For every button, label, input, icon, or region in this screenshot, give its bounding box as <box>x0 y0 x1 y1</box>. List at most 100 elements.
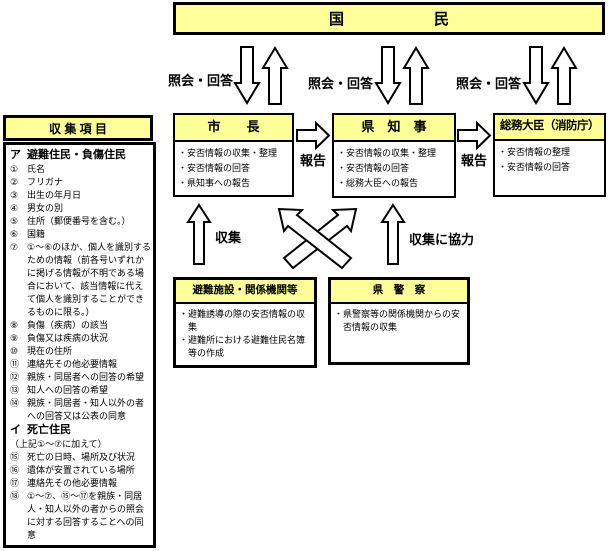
evacuation-box: 避難施設・関係機関等 ・避難誘導の際の安否情報の収集・避難所における避難住民名簿… <box>173 277 317 368</box>
inquiry-arrows-2 <box>374 46 430 105</box>
item-number: ④ <box>10 203 19 213</box>
inquiry-arrows-3 <box>522 46 578 105</box>
down-arrow-icon <box>374 46 402 105</box>
report-arrow-1 <box>296 120 331 151</box>
item-number: ③ <box>10 190 19 200</box>
item-text: 出生の年月日 <box>27 190 82 200</box>
bullet-item: ・避難誘導の際の安否情報の収集 <box>179 309 306 332</box>
item-text: 住所（郵便番号を含む。） <box>27 216 131 226</box>
item-number: ① <box>10 164 19 174</box>
item-number: ア <box>10 149 21 161</box>
item-text: 避難住民・負傷住民 <box>27 149 126 161</box>
collection-row: ⑮ 死亡の日時、場所及び状況 <box>10 451 151 464</box>
collection-row: ⑤ 住所（郵便番号を含む。） <box>10 215 151 228</box>
collection-row: ⑦ ①～⑥のほか、個人を識別するための情報（前各号いずれかに掲げる情報が不明である… <box>10 241 151 319</box>
bullet-item: ・安否情報の回答 <box>498 162 571 172</box>
collection-row: ④ 男女の別 <box>10 202 151 215</box>
national-label: 国 民 <box>328 11 449 28</box>
governor-title: 県 知 事 <box>334 115 454 142</box>
item-text: 男女の別 <box>27 203 64 213</box>
item-number: ⑦ <box>10 242 19 252</box>
item-number: ⑥ <box>10 229 19 239</box>
item-number: ⑤ <box>10 216 19 226</box>
item-number: ⑯ <box>10 465 20 475</box>
item-text: ①～⑦、⑮～⑰を親族・同居人・知人以外の者からの照会に対する回答することへの同意 <box>27 491 145 540</box>
cross-arrows <box>277 207 358 270</box>
bullet-item: ・安否情報の収集・整理 <box>337 148 437 158</box>
item-number: イ <box>10 424 21 436</box>
up-arrow-icon <box>550 46 578 105</box>
bullet-item: ・安否情報の回答 <box>337 163 410 173</box>
item-text: ①～⑥のほか、個人を識別するための情報（前各号いずれかに掲げる情報が不明である場… <box>27 242 151 317</box>
police-items: ・県警察等の関係機関からの安否情報の収集 <box>331 304 467 334</box>
item-number: ⑮ <box>10 452 20 462</box>
minister-items: ・安否情報の整理・安否情報の回答 <box>495 141 604 175</box>
bullet-item: ・安否情報の収集・整理 <box>178 148 278 158</box>
evacuation-items: ・避難誘導の際の安否情報の収集・避難所における避難住民名簿等の作成 <box>176 304 314 360</box>
collection-row: ⑩ 現在の住所 <box>10 345 151 358</box>
right-arrow-icon <box>457 120 492 151</box>
collection-row: （上記①～⑦に加えて） <box>10 438 151 451</box>
item-text: 知人への回答の希望 <box>27 385 109 395</box>
bullet-item: ・県警察等の関係機関からの安否情報の収集 <box>334 309 461 332</box>
item-text: 連絡先その他必要情報 <box>27 359 118 369</box>
bullet-item: ・安否情報の整理 <box>498 147 571 157</box>
collect-arrow <box>186 203 212 265</box>
minister-box: 総務大臣（消防庁） ・安否情報の整理・安否情報の回答 <box>493 113 606 197</box>
bullet-item: ・総務大臣への報告 <box>337 178 419 188</box>
item-text: フリガナ <box>27 177 64 187</box>
governor-box: 県 知 事 ・安否情報の収集・整理・安否情報の回答・総務大臣への報告 <box>332 113 456 198</box>
item-number: ⑫ <box>10 372 20 382</box>
collection-row: ⑨ 負傷又は疾病の状況 <box>10 332 151 345</box>
mayor-items: ・安否情報の収集・整理・安否情報の回答・県知事への報告 <box>175 142 292 191</box>
up-left-arrow-icon <box>277 207 353 270</box>
mayor-box: 市 長 ・安否情報の収集・整理・安否情報の回答・県知事への報告 <box>173 113 294 197</box>
up-arrow-icon <box>380 203 406 265</box>
up-arrow-icon <box>261 46 289 105</box>
minister-title: 総務大臣（消防庁） <box>495 115 604 141</box>
police-box: 県 警 察 ・県警察等の関係機関からの安否情報の収集 <box>328 277 470 365</box>
collection-row: ② フリガナ <box>10 176 151 189</box>
right-arrow-icon <box>296 120 331 151</box>
inquiry-label-2: 照会・回答 <box>307 76 373 91</box>
item-number: ⑧ <box>10 320 19 330</box>
collection-row: ⑫ 親族・同居者への回答の希望 <box>10 371 151 384</box>
collection-row: イ死亡住民 <box>10 423 151 438</box>
report-label-2: 報告 <box>460 153 487 168</box>
up-arrow-icon <box>186 203 212 265</box>
item-number: ⑩ <box>10 346 19 356</box>
item-text: 負傷又は疾病の状況 <box>27 333 109 343</box>
mayor-title: 市 長 <box>175 115 292 142</box>
collection-row: ⑥ 国籍 <box>10 228 151 241</box>
collection-row: ③ 出生の年月日 <box>10 189 151 202</box>
down-arrow-icon <box>233 46 261 105</box>
inquiry-label-3: 照会・回答 <box>455 76 521 91</box>
item-number: ② <box>10 177 19 187</box>
collection-row: ア避難住民・負傷住民 <box>10 148 151 163</box>
collection-row: ① 氏名 <box>10 163 151 176</box>
item-number: ⑱ <box>10 491 20 501</box>
inquiry-arrows-1 <box>233 46 289 105</box>
item-text: 国籍 <box>27 229 46 239</box>
item-text: 連絡先その他必要情報 <box>27 478 118 488</box>
item-text: 現在の住所 <box>27 346 73 356</box>
cooperate-arrow <box>380 203 406 265</box>
item-text: 死亡の日時、場所及び状況 <box>27 452 136 462</box>
item-text: 遺体が安置されている場所 <box>27 465 135 475</box>
collect-label: 収集 <box>215 230 242 245</box>
report-arrow-2 <box>457 120 492 151</box>
down-arrow-icon <box>522 46 550 105</box>
item-text: 死亡住民 <box>27 424 71 436</box>
item-number: ⑭ <box>10 398 20 408</box>
bullet-item: ・避難所における避難住民名簿等の作成 <box>179 335 306 358</box>
item-text: 親族・同居者への回答の希望 <box>27 372 145 382</box>
item-number: ⑨ <box>10 333 19 343</box>
item-text: 氏名 <box>27 164 46 174</box>
collection-row: ⑯ 遺体が安置されている場所 <box>10 464 151 477</box>
item-text: 負傷（疾病）の該当 <box>27 320 109 330</box>
